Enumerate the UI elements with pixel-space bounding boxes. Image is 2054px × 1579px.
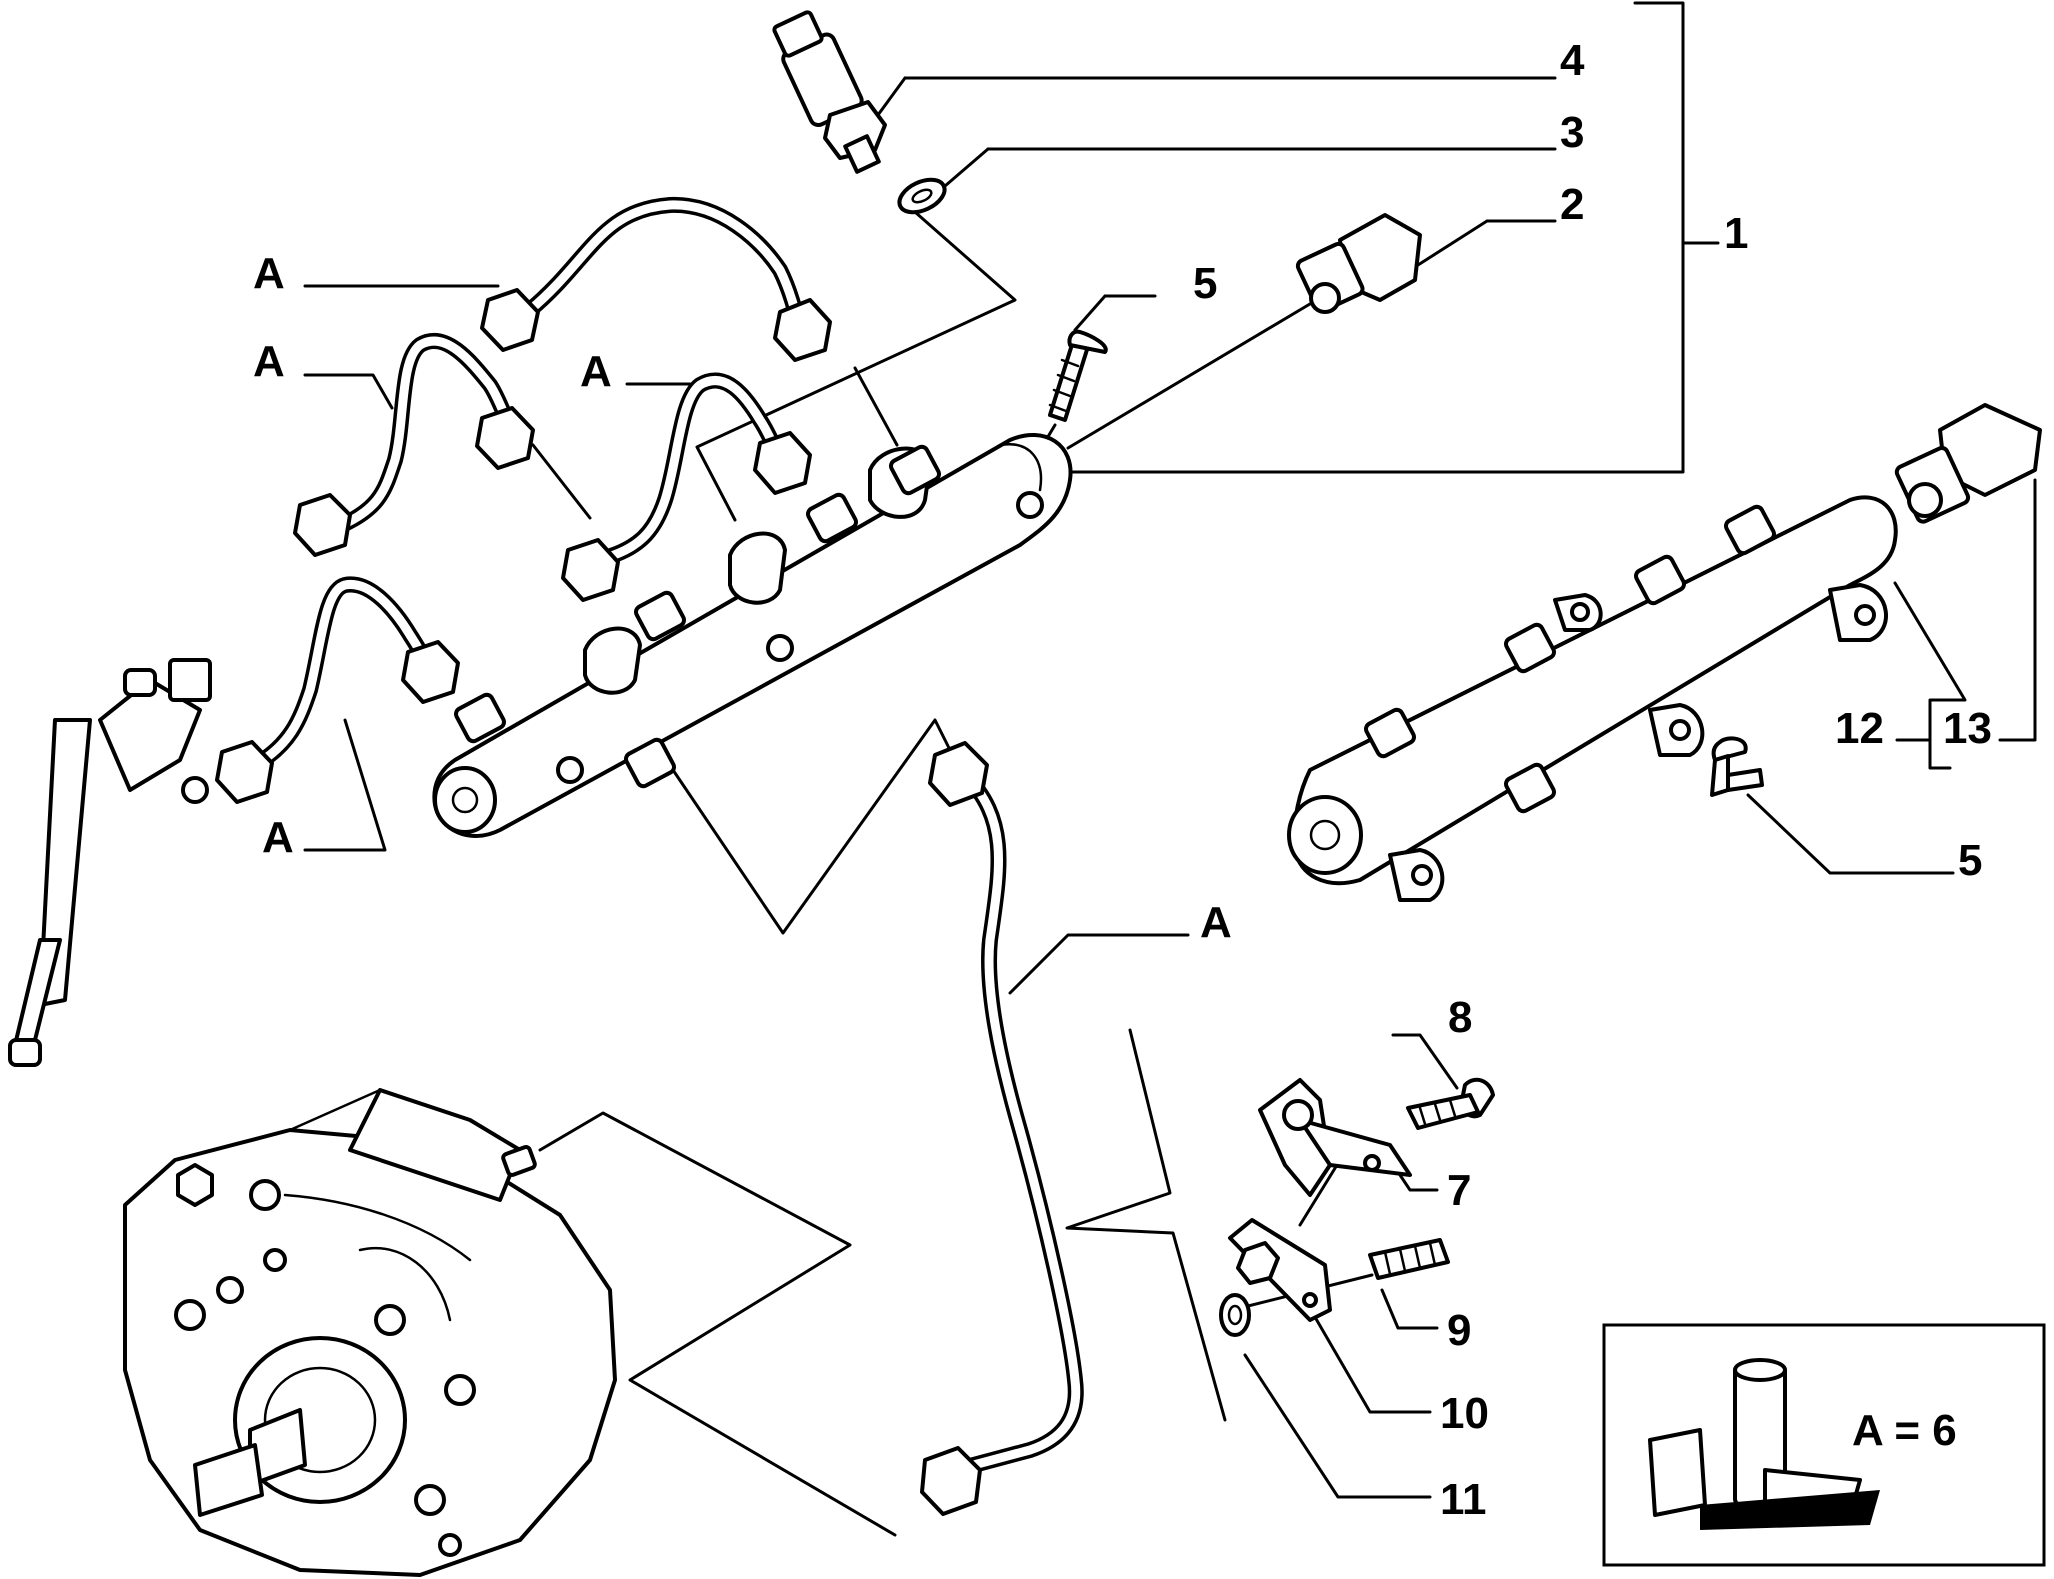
washer (897, 177, 947, 215)
callout-1: 1 (1724, 209, 1748, 258)
bracket-assembly (1219, 1077, 1495, 1337)
callout-2: 2 (1560, 180, 1584, 229)
fuel-rail-alternate (1287, 495, 1898, 902)
callout-3: 3 (1560, 108, 1584, 157)
callout-11: 11 (1440, 1475, 1487, 1524)
pipe-nuts (215, 288, 989, 1516)
callout-a-4: A (262, 813, 294, 862)
pressure-relief-valve (1295, 213, 1422, 314)
bolt-bottom (1710, 736, 1764, 797)
callout-5-bottom: 5 (1958, 836, 1982, 885)
callout-10: 10 (1440, 1389, 1489, 1438)
rail-ports (454, 444, 941, 789)
callout-12: 12 (1835, 704, 1884, 753)
callout-labels: 4 3 2 1 5 A A A A A 12 13 5 8 7 9 10 11 (253, 36, 1992, 1524)
callout-7: 7 (1447, 1166, 1471, 1215)
pressure-relief-valve-alternate (1894, 403, 2042, 524)
legend-equation: A = 6 (1852, 1406, 1957, 1455)
bolt-top (1048, 329, 1108, 422)
callout-8: 8 (1448, 993, 1472, 1042)
fuel-rail-main (432, 433, 1073, 838)
callout-4: 4 (1560, 36, 1585, 85)
injector (8, 658, 212, 1067)
high-pressure-pump (123, 1088, 617, 1577)
legend-box: A = 6 (1602, 1323, 2046, 1567)
callout-a-3: A (580, 347, 612, 396)
callout-a-1: A (253, 249, 285, 298)
sealant-icon (1648, 1358, 1880, 1530)
callout-9: 9 (1447, 1306, 1471, 1355)
pressure-sensor (772, 10, 887, 174)
callout-a-2: A (253, 337, 285, 386)
callout-5-top: 5 (1193, 259, 1217, 308)
callout-13: 13 (1943, 704, 1992, 753)
callout-a-5: A (1200, 898, 1232, 947)
injector-pipes (247, 196, 1084, 1478)
